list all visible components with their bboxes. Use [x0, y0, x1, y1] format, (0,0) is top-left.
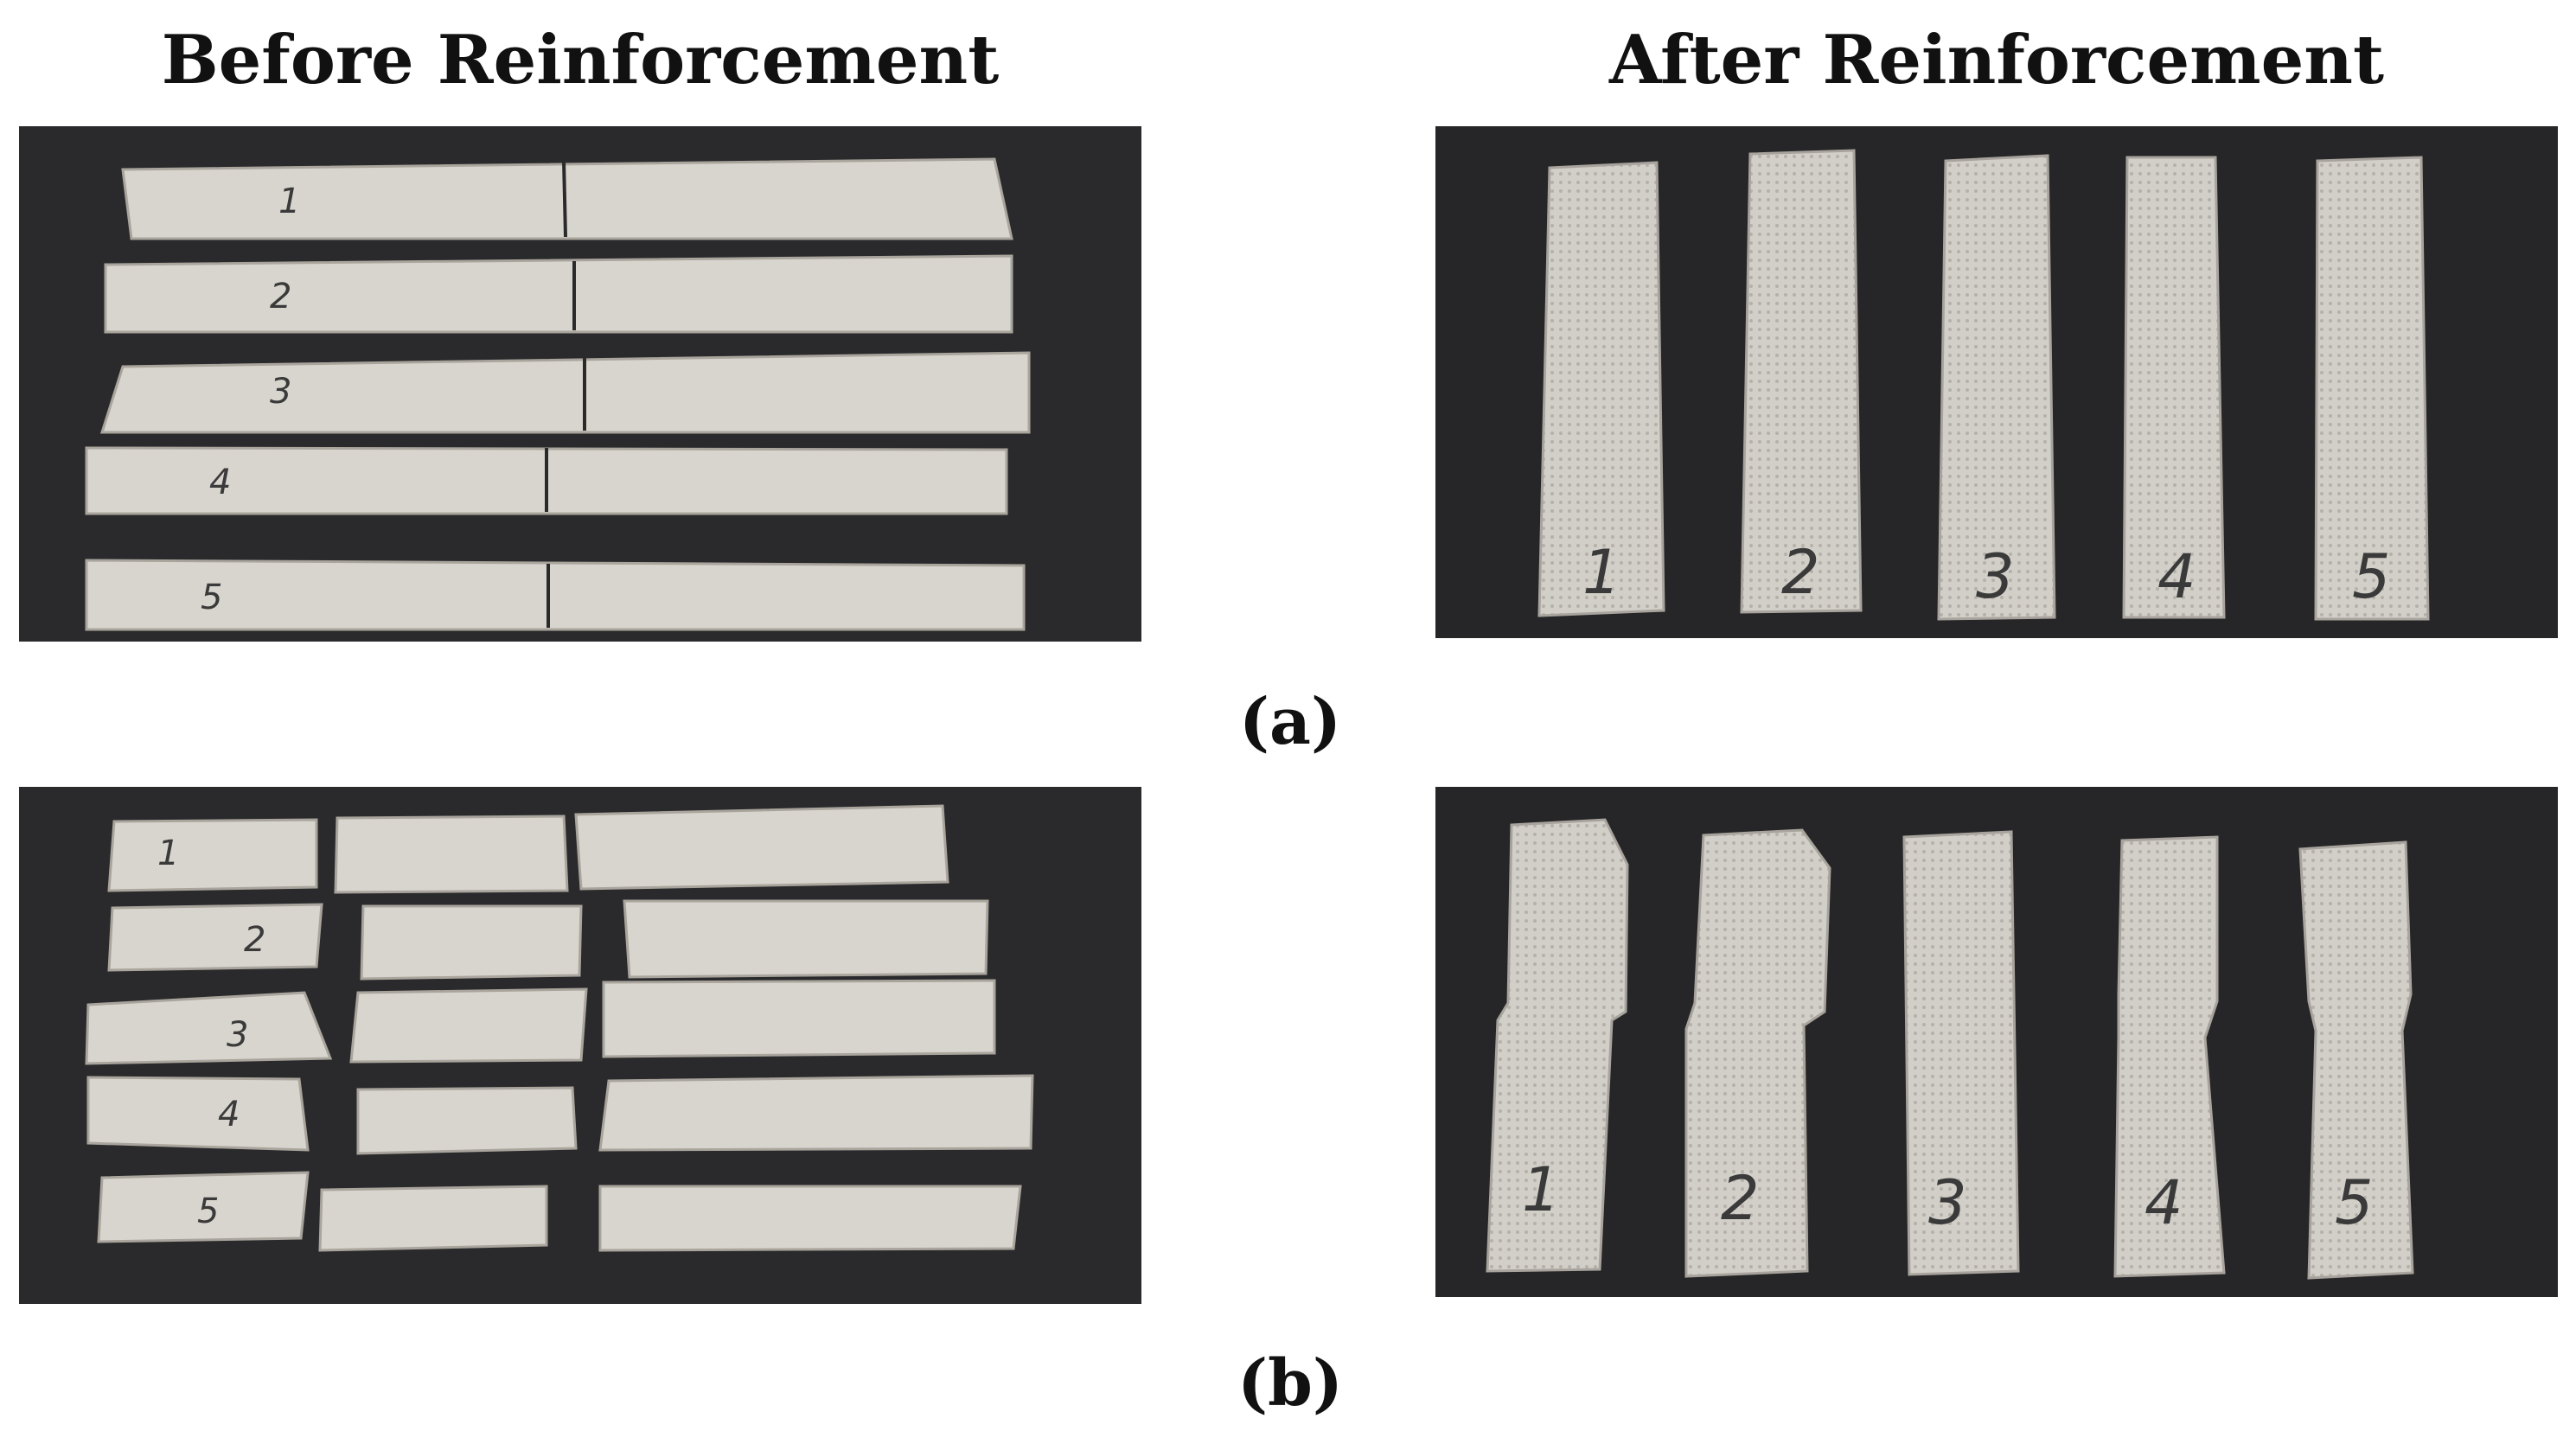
caption-a: (a): [1239, 685, 1341, 759]
strip-label-5: 5: [2352, 541, 2391, 612]
strip-label-2: 2: [1781, 537, 1820, 608]
broken-label-3: 3: [227, 1015, 248, 1055]
photo-b-before-reinforcement: 1 2 3 4 5: [19, 787, 1141, 1304]
bar-label-1: 1: [278, 182, 300, 221]
bar-label-5: 5: [201, 578, 222, 617]
photo-b-after-reinforcement: 1 2 3 4 5: [1435, 787, 2558, 1297]
strip-label-3: 3: [1976, 541, 2015, 612]
photo-a-before-reinforcement: 1 2 3 4 5: [19, 126, 1141, 642]
bent-strip-label-2: 2: [1721, 1163, 1760, 1234]
strip-label-4: 4: [2157, 541, 2196, 612]
broken-label-1: 1: [157, 834, 179, 873]
heading-before-reinforcement: Before Reinforcement: [161, 21, 1000, 99]
bent-strip-label-3: 3: [1928, 1167, 1967, 1238]
bar-label-3: 3: [270, 372, 291, 412]
strip-label-1: 1: [1582, 537, 1621, 608]
bar-label-4: 4: [209, 463, 231, 502]
bar-label-2: 2: [270, 277, 291, 316]
broken-label-2: 2: [244, 920, 265, 960]
caption-b: (b): [1237, 1346, 1343, 1421]
bent-strip-label-5: 5: [2335, 1167, 2374, 1238]
broken-label-4: 4: [218, 1095, 240, 1134]
heading-after-reinforcement: After Reinforcement: [1608, 21, 2385, 99]
bent-strip-label-4: 4: [2145, 1167, 2183, 1238]
photo-a-after-reinforcement: 1 2 3 4 5: [1435, 126, 2558, 638]
broken-label-5: 5: [197, 1192, 219, 1231]
bent-strip-label-1: 1: [1522, 1154, 1561, 1225]
